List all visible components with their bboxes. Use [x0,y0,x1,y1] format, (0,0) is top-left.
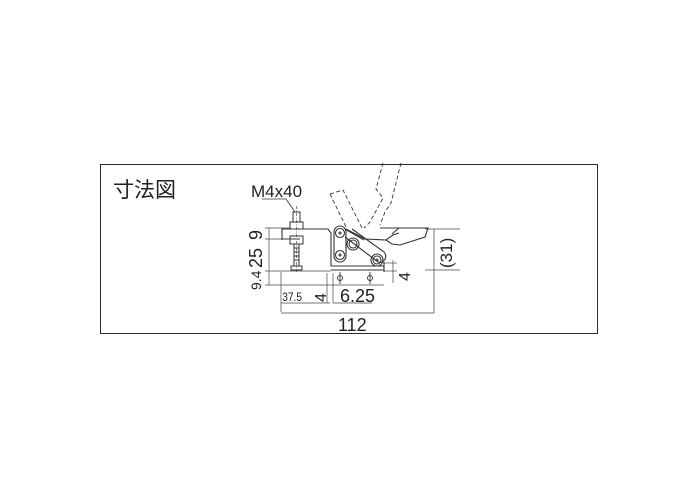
dim-31: (31) [437,238,456,268]
clamp-arm [281,228,332,266]
handle-open-position-ghost [329,162,402,232]
dimension-drawing-title: 寸法図 [113,178,176,202]
bolt [281,206,304,272]
bolt-size-label: M4x40 [251,182,302,201]
dim-9: 9 [246,230,266,240]
linkage [333,225,387,267]
dim-4-right: 4 [397,272,414,281]
handle [345,227,429,246]
dim-112: 112 [338,315,367,335]
dimension-lines [265,227,460,314]
bolt-leader [262,198,296,213]
dim-9-4: 9.4 [248,270,264,290]
dim-4-left: 4 [313,293,330,302]
drawing-frame [100,164,598,334]
dim-25: 25 [246,248,266,268]
dim-6-25: 6.25 [340,286,375,306]
mounting-holes [337,272,373,284]
base-plate [331,262,385,272]
vertical-dim-texts: 9 25 9.4 4 4 (31) [246,230,456,302]
dim-37-5: 37.5 [282,291,302,304]
